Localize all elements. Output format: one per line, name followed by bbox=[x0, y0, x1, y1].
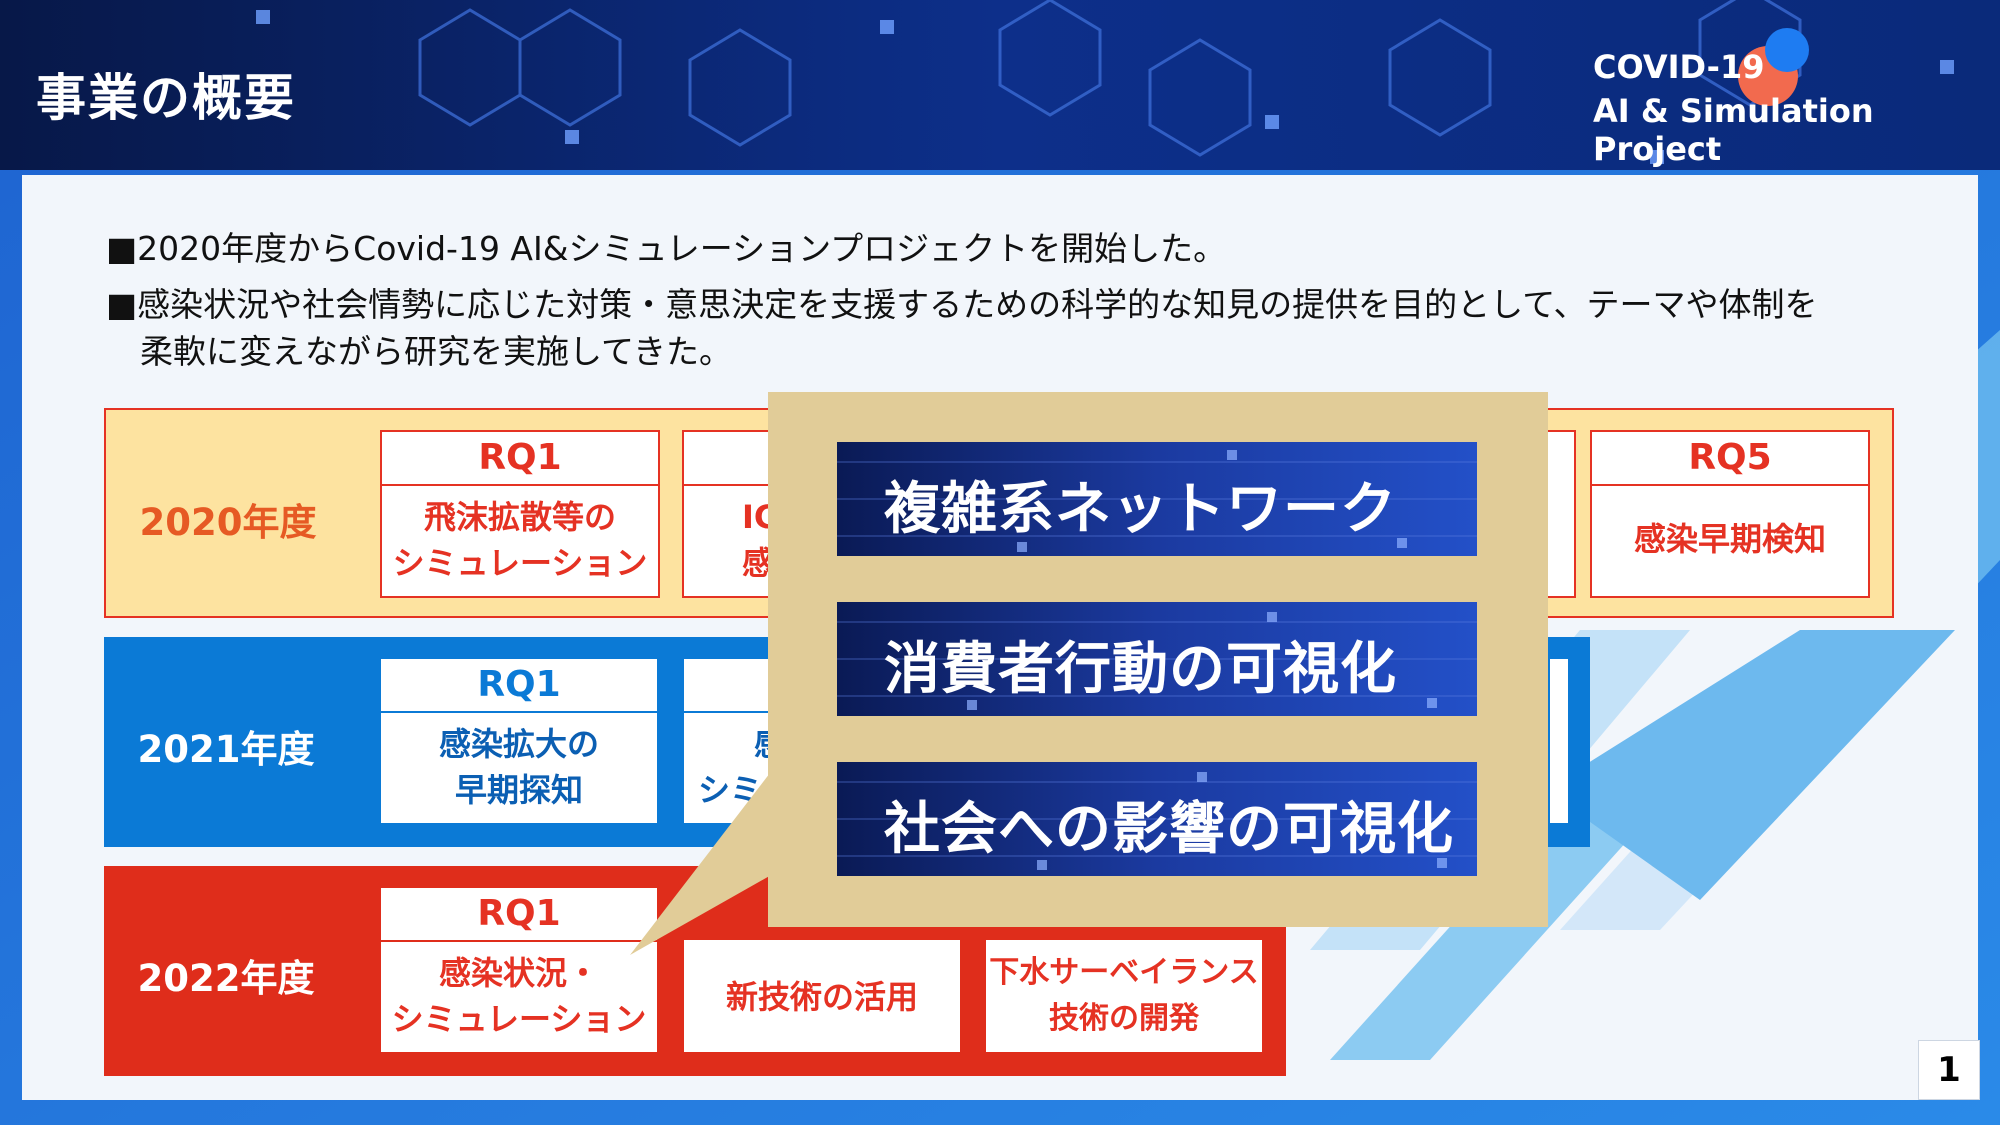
callout-item-3: 社会への影響の可視化 bbox=[837, 762, 1477, 876]
card-rq-label: RQ1 bbox=[381, 888, 657, 942]
card-2022-rq2: 新技術の活用 bbox=[682, 938, 962, 1054]
card-body: 感染状況・ シミュレーション bbox=[381, 942, 657, 1042]
card-line: シミュレーション bbox=[391, 1000, 647, 1038]
row-label-2020: 2020年度 bbox=[139, 501, 317, 544]
bullet-2-continued: 柔軟に変えながら研究を実施してきた。 bbox=[140, 332, 733, 371]
card-body: 飛沫拡散等の シミュレーション bbox=[382, 486, 658, 586]
bullet-1: ■2020年度からCovid-19 AI&シミュレーションプロジェクトを開始した… bbox=[106, 229, 1227, 268]
card-line: 技術の開発 bbox=[1049, 1001, 1199, 1036]
bullet-2: ■感染状況や社会情勢に応じた対策・意思決定を支援するための科学的な知見の提供を目… bbox=[106, 285, 1818, 324]
card-body: 感染拡大の 早期探知 bbox=[381, 713, 657, 813]
card-body: 新技術の活用 bbox=[684, 940, 960, 1020]
banner-background bbox=[837, 442, 1477, 556]
callout-item-text: 消費者行動の可視化 bbox=[884, 637, 1397, 702]
card-rq-label: RQ1 bbox=[381, 659, 657, 713]
callout-item-text: 複雑系ネットワーク bbox=[884, 477, 1397, 542]
banner-background bbox=[837, 602, 1477, 716]
card-2021-rq1: RQ1 感染拡大の 早期探知 bbox=[379, 657, 659, 825]
card-body: 下水サーベイランス 技術の開発 bbox=[986, 940, 1262, 1042]
page-title: 事業の概要 bbox=[36, 69, 296, 127]
card-body: 感染早期検知 bbox=[1592, 486, 1868, 562]
callout-item-1: 複雑系ネットワーク bbox=[837, 442, 1477, 556]
card-line: 感染状況・ bbox=[438, 954, 599, 992]
page-number: 1 bbox=[1918, 1040, 1980, 1100]
card-line: 飛沫拡散等の bbox=[423, 498, 616, 536]
row-label-2021: 2021年度 bbox=[137, 728, 315, 771]
card-2020-rq1: RQ1 飛沫拡散等の シミュレーション bbox=[380, 430, 660, 598]
card-line: 感染拡大の bbox=[438, 725, 599, 763]
project-title-line1: COVID-19 bbox=[1593, 48, 1765, 86]
card-line: 感染早期検知 bbox=[1633, 520, 1826, 558]
card-line: シミュレーション bbox=[392, 544, 648, 582]
card-2021-rq4 bbox=[1550, 657, 1570, 825]
card-2022-rq3: 下水サーベイランス 技術の開発 bbox=[984, 938, 1264, 1054]
callout-item-text: 社会への影響の可視化 bbox=[884, 797, 1454, 862]
card-line: 新技術の活用 bbox=[725, 978, 918, 1016]
header: 事業の概要 COVID-19 AI & Simulation Project bbox=[0, 0, 2000, 170]
row-label-2022: 2022年度 bbox=[137, 957, 315, 1000]
card-line: 早期探知 bbox=[454, 771, 583, 809]
banner-background bbox=[837, 762, 1477, 876]
card-2020-rq4 bbox=[1546, 430, 1576, 598]
card-rq-label: RQ1 bbox=[382, 432, 658, 486]
callout-item-2: 消費者行動の可視化 bbox=[837, 602, 1477, 716]
card-line: 下水サーベイランス bbox=[989, 955, 1259, 990]
card-rq-label: RQ5 bbox=[1592, 432, 1868, 486]
project-title-line2: AI & Simulation Project bbox=[1593, 92, 1874, 168]
card-2022-rq1: RQ1 感染状況・ シミュレーション bbox=[379, 886, 659, 1054]
card-2020-rq5: RQ5 感染早期検知 bbox=[1590, 430, 1870, 598]
